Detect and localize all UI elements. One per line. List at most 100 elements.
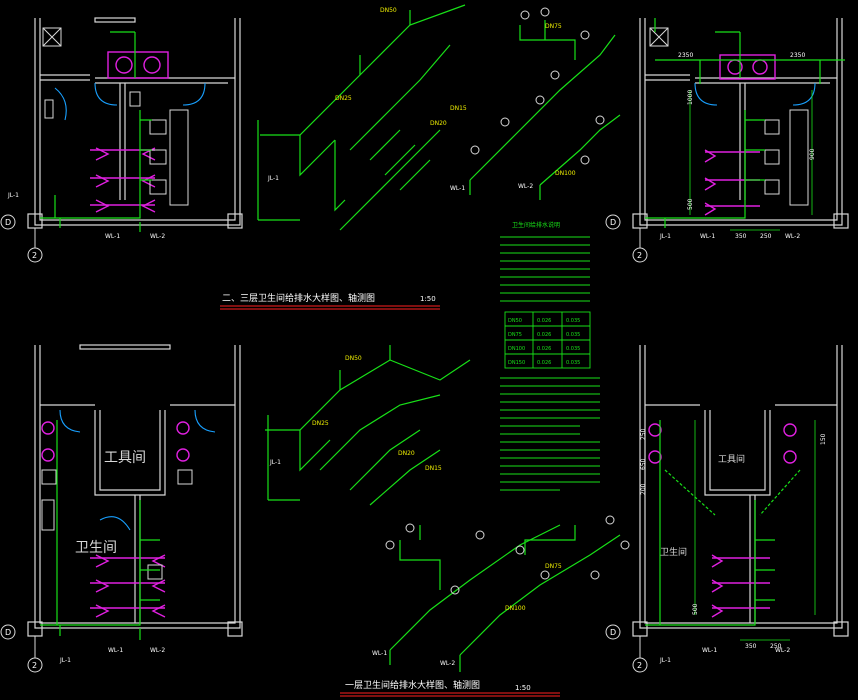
water-pipes: [645, 420, 801, 626]
riser-label-wl1: WL-1: [105, 233, 120, 240]
riser-label-wl1: WL-1: [108, 647, 123, 654]
dim-900: 900: [809, 148, 816, 160]
room-tool: 工具间: [104, 450, 146, 466]
dimension-lines: [689, 90, 813, 231]
water-pipes: [40, 420, 160, 640]
lower-isometric-right-markers: [385, 515, 630, 595]
iso-label-wl1: WL-1: [372, 650, 387, 657]
dim-500: 500: [692, 603, 699, 615]
fixtures: [90, 51, 169, 213]
upper-isometric-right-labels: DN75 WL-1 WL-2 DN100: [450, 23, 576, 192]
dim-250: 250: [760, 233, 772, 240]
cell-dn: DN75: [508, 332, 522, 338]
dimension-lines: [694, 420, 816, 641]
lower-title-block: 一层卫生间给排水大样图、轴测图 1:50: [340, 679, 560, 697]
slope-table-cells: DN50 0.026 0.035 DN75 0.026 0.035 DN100 …: [508, 318, 580, 366]
toilet-stalls: [649, 27, 809, 206]
grid-label-d: D: [5, 218, 11, 227]
iso-label-dn15: DN15: [425, 465, 442, 472]
design-notes: 卫生间给排水说明 DN50 0.026 0.035 DN75 0.026 0.0…: [500, 221, 600, 491]
iso-label-dn20: DN20: [430, 120, 447, 127]
cell-min: 0.035: [566, 346, 580, 352]
riser-label-jl1: JL-1: [659, 233, 671, 240]
cell-min: 0.035: [566, 360, 580, 366]
cell-std: 0.026: [537, 332, 551, 338]
iso-label-dn50: DN50: [380, 7, 397, 14]
grid-bubble-d: [605, 624, 621, 640]
slope-table: [504, 311, 591, 369]
water-pipes: [40, 31, 152, 232]
riser-label-wl2: WL-2: [775, 647, 790, 654]
iso-label-dn25: DN25: [335, 95, 352, 102]
riser-label-wl2: WL-2: [785, 233, 800, 240]
cell-min: 0.035: [566, 318, 580, 324]
riser-label-jl1: JL-1: [7, 192, 19, 199]
grid-label-d: D: [610, 628, 616, 637]
iso-label-dn100: DN100: [505, 605, 526, 612]
iso-label-dn25: DN25: [312, 420, 329, 427]
lower-isometric-right: [389, 524, 621, 672]
upper-right-plan: 2350 2350 1000 900 500 350 250 2 D JL-1 …: [605, 18, 849, 263]
lower-title: 一层卫生间给排水大样图、轴测图: [345, 679, 480, 691]
iso-label-jl1: JL-1: [269, 459, 281, 466]
dim-250: 250: [640, 428, 647, 440]
notes-heading: 卫生间给排水说明: [512, 221, 560, 229]
dim-650: 650: [640, 458, 647, 470]
lower-isometric-right-labels: DN75 DN100 WL-1 WL-2: [372, 563, 562, 667]
iso-label-wl2: WL-2: [440, 660, 455, 667]
lower-isometric-left: [265, 345, 471, 506]
grid-bubble-d: [0, 214, 16, 230]
walls: [632, 345, 849, 637]
fixtures: [648, 423, 797, 618]
lower-isometric-left-labels: DN50 DN25 DN20 DN15 JL-1: [269, 355, 442, 472]
cell-std: 0.026: [537, 318, 551, 324]
riser-label-wl1: WL-1: [700, 233, 715, 240]
dim-200: 200: [640, 483, 647, 495]
dim-1000: 1000: [687, 90, 694, 105]
dim-350: 350: [745, 643, 757, 650]
iso-label-dn75: DN75: [545, 563, 562, 570]
riser-label-wl2: WL-2: [150, 647, 165, 654]
upper-isometric-left-labels: DN50 DN25 DN20 DN15 JL-1: [267, 7, 467, 182]
grid-label-d: D: [5, 628, 11, 637]
lower-right-plan: 工具间 卫生间 250 650 200 150 500 350 250 2 D …: [605, 345, 849, 673]
lower-scale: 1:50: [515, 684, 531, 692]
upper-title: 二、三层卫生间给排水大样图、轴测图: [222, 292, 375, 304]
iso-label-jl1: JL-1: [267, 175, 279, 182]
iso-label-dn20: DN20: [398, 450, 415, 457]
dim-2350-left: 2350: [678, 52, 693, 59]
iso-label-dn50: DN50: [345, 355, 362, 362]
door-swings: [54, 82, 206, 121]
room-wc: 卫生间: [75, 540, 117, 556]
riser-label-wl1: WL-1: [702, 647, 717, 654]
grid-bubble-d: [0, 624, 16, 640]
upper-left-plan: 2 D JL-1 WL-1 WL-2: [0, 17, 243, 263]
dim-150: 150: [820, 433, 827, 445]
water-pipes: [645, 18, 845, 228]
fixtures: [41, 421, 190, 618]
iso-label-wl2: WL-2: [518, 183, 533, 190]
grid-label-2: 2: [637, 251, 642, 260]
cell-dn: DN100: [508, 346, 525, 352]
iso-label-dn15: DN15: [450, 105, 467, 112]
grid-label-d: D: [610, 218, 616, 227]
dim-2350-right: 2350: [790, 52, 805, 59]
toilet-stalls: [42, 27, 189, 206]
dim-500: 500: [687, 198, 694, 210]
door-swings: [694, 82, 816, 106]
grid-bubble-d: [605, 214, 621, 230]
cell-std: 0.026: [537, 360, 551, 366]
dim-250: 250: [770, 643, 782, 650]
walls: [27, 344, 243, 637]
riser-label-wl2: WL-2: [150, 233, 165, 240]
notes-body-lines-lower: [500, 377, 600, 491]
upper-isometric-right-markers: [470, 7, 605, 165]
cell-dn: DN150: [508, 360, 525, 366]
cell-std: 0.026: [537, 346, 551, 352]
toilet-stalls: [41, 469, 193, 580]
cell-dn: DN50: [508, 318, 522, 324]
dim-350: 350: [735, 233, 747, 240]
grid-label-2: 2: [32, 661, 37, 670]
grid-label-2: 2: [32, 251, 37, 260]
